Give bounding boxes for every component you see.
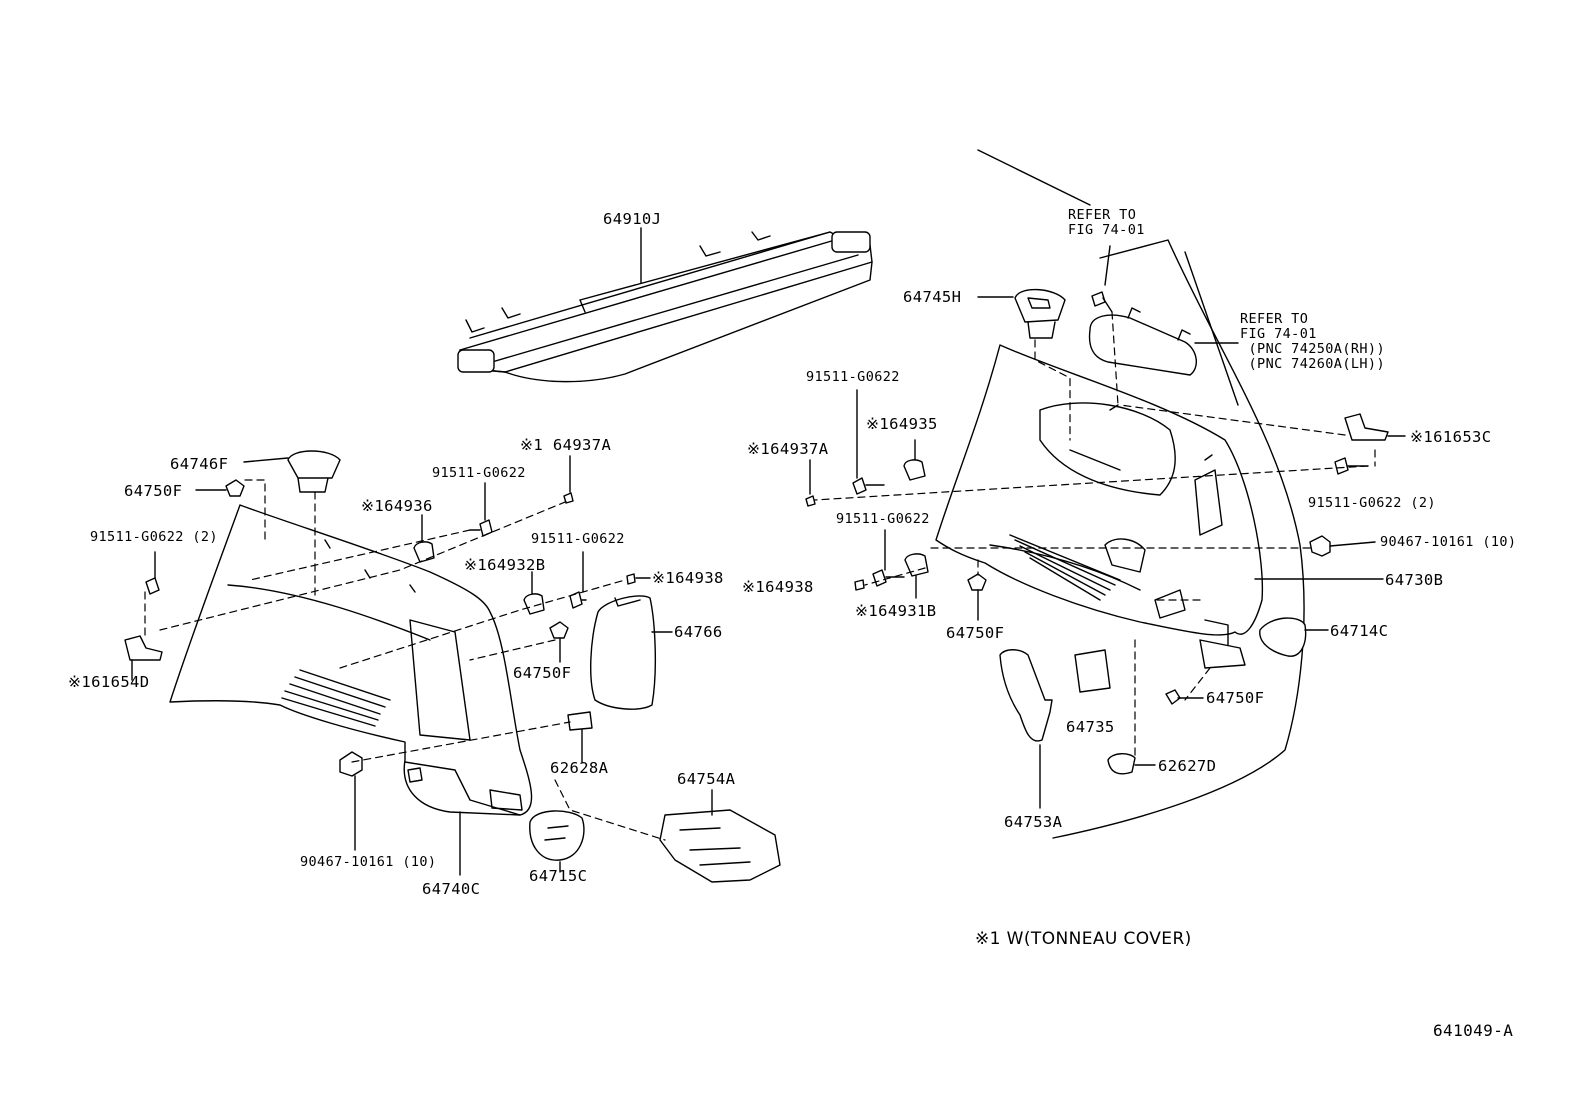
label-164936: ※164936 [361,497,433,515]
label-164937A-left: ※1 64937A [520,436,612,454]
footnote: ※1 W(TONNEAU COVER) [975,929,1192,949]
right-trim-drawing [935,344,1264,636]
cover-64715C-drawing [529,810,585,861]
label-62627D: 62627D [1158,757,1217,775]
cover-62627D-drawing [1107,753,1156,775]
screw-91511-l2-drawing [145,577,160,595]
label-91511-right-2: 91511-G0622 (2) [1308,495,1436,511]
clip-64750F-r2-drawing [1165,689,1204,705]
label-91511-d: 91511-G0622 [531,531,625,547]
label-91511-a: 91511-G0622 [806,369,900,385]
label-64750F-right-1: 64750F [946,624,1005,642]
screw-91511-c-drawing [469,519,493,537]
clip-64750F-l2-drawing [549,621,569,663]
cover-164937A-r-drawing [805,495,816,507]
label-refer-fig-2: REFER TO FIG 74-01 (PNC 74250A(RH)) (PNC… [1240,311,1385,372]
label-164931B: ※164931B [855,602,937,620]
label-64740C: 64740C [422,880,481,898]
pad-164935-drawing [903,459,926,481]
figure-id: 641049-A [1433,1021,1514,1040]
label-91511-b: 91511-G0622 [836,511,930,527]
screw-91511-a-drawing [852,477,885,495]
screw-91511-d-drawing [569,591,587,609]
bracket-64754A-drawing [659,809,781,883]
trim-64753A-drawing [999,649,1053,742]
clip-64750F-l1-drawing [225,479,245,497]
label-64750F-right-2: 64750F [1206,689,1265,707]
label-164935: ※164935 [866,415,938,433]
clip-161653C-drawing [1344,413,1389,441]
cover-164938-l-drawing [626,573,636,585]
leader [243,457,289,463]
label-64715C: 64715C [529,867,588,885]
pad-164931B-drawing [904,553,929,577]
label-64754A: 64754A [677,770,736,788]
label-90467-left: 90467-10161 (10) [300,854,437,870]
cover-64735-drawing [1074,649,1111,693]
lamp-64714C-drawing [1259,617,1307,657]
label-64735: 64735 [1066,718,1115,736]
clip-161654D-drawing [124,635,163,661]
tonneau-cover-drawing [457,231,873,383]
label-62628A: 62628A [550,759,609,777]
label-64753A: 64753A [1004,813,1063,831]
label-161653C: ※161653C [1410,428,1492,446]
cover-62628A-drawing [567,711,593,731]
label-refer-fig-1: REFER TO FIG 74-01 [1068,207,1145,238]
cover-164938-r-drawing [854,579,865,591]
label-164938-right: ※164938 [742,578,814,596]
cover-64766-drawing [590,595,657,710]
label-90467-right: 90467-10161 (10) [1380,534,1517,550]
clip-90467-l-drawing [339,751,363,777]
label-164937A-right: ※164937A [747,440,829,458]
label-64910J: 64910J [603,210,662,228]
label-64750F-left-1: 64750F [124,482,183,500]
label-164932B: ※164932B [464,556,546,574]
grip-screw-drawing [1091,291,1113,313]
assist-grip-drawing [1088,307,1197,376]
label-164938-left: ※164938 [652,569,724,587]
label-161654D: ※161654D [68,673,150,691]
label-64766: 64766 [674,623,723,641]
label-64745H: 64745H [903,288,962,306]
leader [1104,245,1111,286]
clip-64750F-r1-drawing [967,573,987,621]
cap-64745H-drawing [1014,288,1066,339]
label-64746F: 64746F [170,455,229,473]
bracket-drawing [1199,619,1246,669]
pad-164932B-drawing [523,593,545,615]
label-64714C: 64714C [1330,622,1389,640]
label-64750F-left-2: 64750F [513,664,572,682]
pad-164936-drawing [413,541,435,563]
assembly-lines [144,311,1376,841]
cover-164937A-l-drawing [563,492,574,504]
label-64730B: 64730B [1385,571,1444,589]
clip-90467-r-drawing [1309,535,1376,557]
label-91511-c: 91511-G0622 [432,465,526,481]
cap-64746F-drawing [287,450,341,493]
label-91511-left-2: 91511-G0622 (2) [90,529,218,545]
